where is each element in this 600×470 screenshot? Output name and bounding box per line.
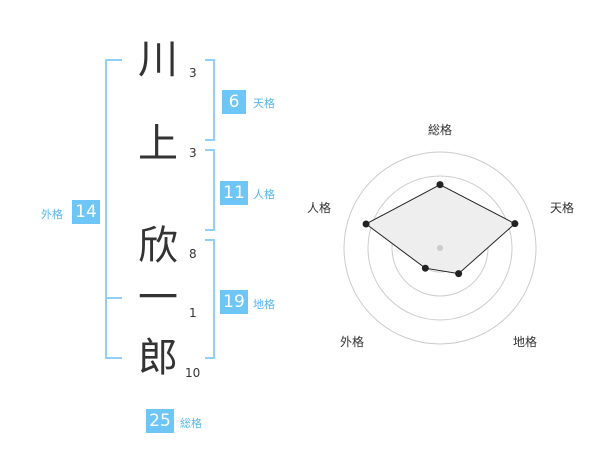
name-char-2: 上 bbox=[138, 121, 178, 167]
radar-point-2 bbox=[511, 220, 519, 228]
gaikaku-label: 外格 bbox=[41, 208, 63, 221]
radar-ring-3 bbox=[367, 175, 513, 321]
gaikaku-badge: 14 bbox=[72, 200, 100, 224]
radar-point-4 bbox=[421, 264, 429, 272]
radar-shape bbox=[365, 184, 516, 275]
gaikaku-bracket bbox=[105, 59, 122, 359]
tenkaku-badge: 6 bbox=[222, 90, 246, 114]
radar-point-1 bbox=[436, 181, 444, 189]
soukaku-label: 総格 bbox=[180, 417, 202, 430]
soukaku-badge: 25 bbox=[146, 409, 174, 433]
radar-label-gaikaku: 外格 bbox=[340, 334, 364, 349]
jinkaku-bracket bbox=[205, 149, 215, 231]
radar-label-chikaku: 地格 bbox=[513, 334, 537, 349]
stroke-count-3: 8 bbox=[189, 247, 197, 261]
radar-points bbox=[362, 181, 519, 278]
radar-point-5 bbox=[362, 220, 370, 228]
radar-label-tenkaku: 天格 bbox=[550, 200, 574, 215]
stroke-count-4: 1 bbox=[189, 306, 197, 320]
chikaku-label: 地格 bbox=[253, 298, 275, 311]
radar-point-3 bbox=[455, 270, 463, 278]
stroke-count-5: 10 bbox=[185, 366, 201, 380]
radar-label-soukaku: 総格 bbox=[428, 122, 452, 137]
jinkaku-badge: 11 bbox=[220, 181, 248, 205]
chikaku-bracket bbox=[205, 239, 215, 359]
name-char-3: 欣 bbox=[138, 223, 178, 269]
stroke-count-2: 3 bbox=[189, 146, 197, 160]
jinkaku-label: 人格 bbox=[253, 188, 275, 201]
radar-label-jinkaku: 人格 bbox=[307, 200, 331, 215]
tenkaku-bracket bbox=[205, 59, 215, 141]
radar-center-dot bbox=[437, 245, 443, 251]
stroke-count-1: 3 bbox=[189, 66, 197, 80]
name-char-1: 川 bbox=[138, 37, 178, 83]
name-char-4: 一 bbox=[138, 275, 178, 321]
chikaku-badge: 19 bbox=[220, 290, 248, 314]
tenkaku-label: 天格 bbox=[253, 97, 275, 110]
name-char-5: 郎 bbox=[138, 335, 178, 381]
